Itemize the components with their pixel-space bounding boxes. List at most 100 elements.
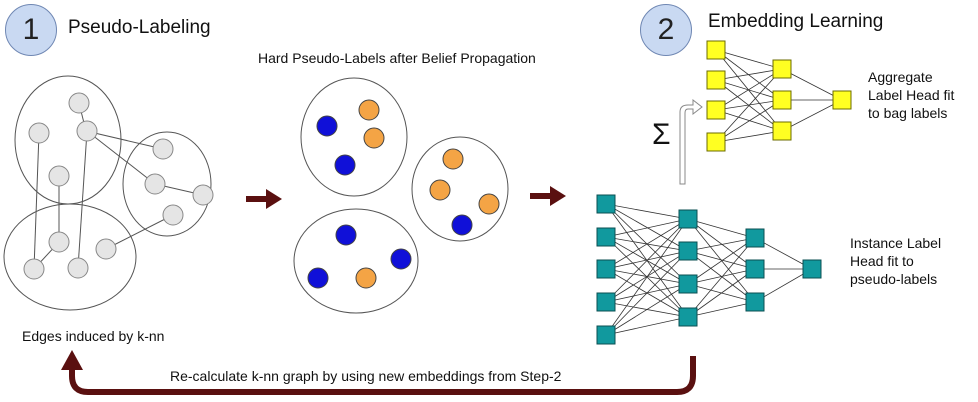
feedback-caption: Re-calculate k-nn graph by using new emb… [170,368,562,384]
network-edge [687,250,756,270]
step-1-caption: Edges induced by k-nn [22,328,165,344]
network-edge [715,49,783,132]
network-edge [715,79,783,101]
network-edge [687,268,756,318]
teal-node [745,259,765,279]
network-edge [605,218,689,270]
teal-node [596,194,616,214]
cluster-ellipse-top [300,77,408,197]
step-1-number: 1 [22,13,40,46]
network-edge [605,203,689,220]
network-edge [687,218,756,239]
aggregate-head-nodes [706,40,852,152]
network-edge [605,283,689,336]
network-edge [715,49,783,101]
up-arrow-icon [679,98,703,185]
network-edge [715,49,783,70]
yellow-node [772,59,792,79]
yellow-node [772,121,792,141]
orange-node [478,193,500,215]
graph-node [152,138,174,160]
yellow-node [772,90,792,110]
orange-node [442,148,464,170]
cluster-ellipse-bottom [293,208,419,314]
teal-node [802,259,822,279]
yellow-node [706,70,726,90]
graph-node [95,238,117,260]
blue-node [335,224,357,246]
graph-node [192,184,214,206]
pseudo-label-nodes [307,99,500,289]
teal-node [678,274,698,294]
network-edge [687,218,756,303]
graph-node [48,231,70,253]
orange-node [355,267,377,289]
step-1-badge: 1 [5,4,57,56]
teal-node [596,292,616,312]
network-edge [687,237,756,252]
cluster-ellipse-right [411,136,509,242]
network-edge [687,268,756,285]
blue-node [307,267,329,289]
blue-node [390,248,412,270]
teal-node [678,307,698,327]
teal-node [596,325,616,345]
network-edge [605,218,689,336]
yellow-node [706,132,726,152]
pseudo-label-clusters [293,77,509,314]
yellow-node [706,40,726,60]
blue-node [316,115,338,137]
sum-symbol: Σ [652,118,671,151]
blue-node [451,214,473,236]
step-2-number: 2 [657,13,675,46]
step-2-badge: 2 [640,4,692,56]
graph-node [23,258,45,280]
network-edge [715,130,783,143]
network-edge [605,316,689,336]
orange-node [363,127,385,149]
feedback-arrow-icon [61,350,696,395]
graph-node [68,92,90,114]
blue-node [334,154,356,176]
teal-node [596,259,616,279]
right-arrow-icon [246,189,282,209]
network-edge [605,218,689,303]
teal-node [745,292,765,312]
right-arrow-icon [530,186,566,206]
network-edge [687,218,756,270]
step-2-title: Embedding Learning [708,11,884,32]
network-edge [687,301,756,318]
graph-node [67,257,89,279]
teal-node [745,228,765,248]
network-edge [715,68,783,81]
graph-node [144,173,166,195]
orange-node [429,179,451,201]
knn-graph [3,75,212,311]
orange-node [358,99,380,121]
teal-node [678,241,698,261]
network-edge [715,68,783,111]
graph-node [162,204,184,226]
aggregate-head-label: Aggregate Label Head fit to bag labels [868,69,955,121]
network-edge [605,218,689,238]
cluster-ellipse-right [122,131,212,237]
step-1-title: Pseudo-Labeling [68,17,211,38]
instance-head-edges [605,203,813,336]
network-edge [715,99,783,143]
instance-head-nodes [596,194,822,345]
aggregate-head-edges [715,49,843,143]
network-edge [715,109,783,132]
graph-node [76,120,98,142]
network-edge [687,237,756,285]
network-edge [715,68,783,143]
yellow-node [832,90,852,110]
network-edge [605,250,689,336]
network-edge [781,99,843,132]
knn-nodes [23,92,214,280]
cluster-ellipse-bottom [3,203,137,311]
network-edge [687,237,756,318]
middle-caption: Hard Pseudo-Labels after Belief Propagat… [258,50,536,66]
instance-head-label: Instance Label Head fit to pseudo-labels [850,235,942,287]
